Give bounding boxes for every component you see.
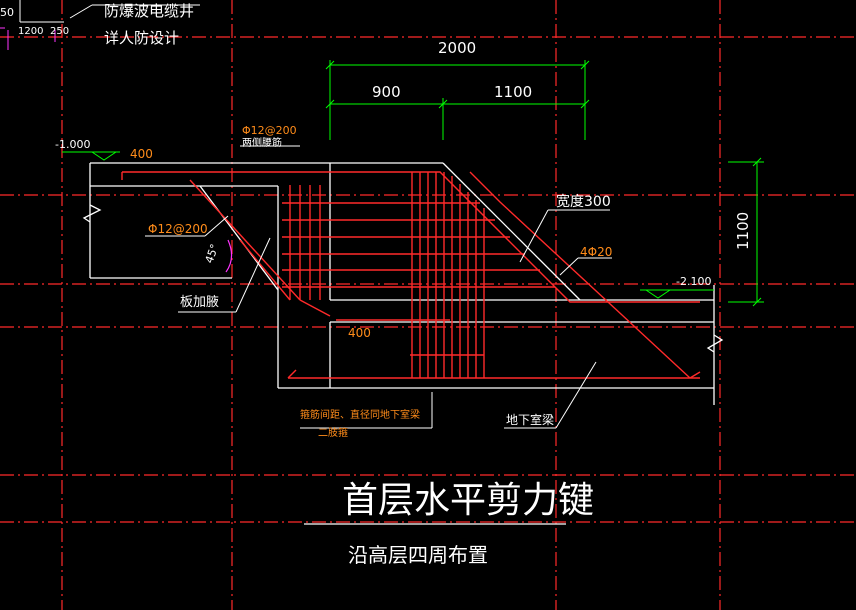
- stirrup-note-2: 二肢箍: [318, 426, 348, 439]
- drawing-title: 首层水平剪力键: [342, 480, 594, 521]
- rebar-lines: [121, 171, 701, 379]
- dimension-lines: [325, 60, 764, 307]
- waist-rebar-note: 两侧腰筋: [242, 136, 282, 149]
- angle-label: 45°: [203, 242, 222, 265]
- width-note: 宽度300: [556, 193, 611, 210]
- dim-height: 1100: [734, 212, 752, 250]
- level-upper: -1.000: [55, 138, 90, 151]
- leader-lines: [145, 145, 612, 429]
- dim-total-width: 2000: [438, 39, 476, 57]
- slab-haunch-label: 板加腋: [180, 295, 219, 310]
- level-marker-lower: [640, 289, 714, 299]
- header-note-1: 防爆波电缆井: [104, 2, 194, 20]
- dim-left-part: 900: [372, 83, 401, 101]
- main-rebar-spec: 4Φ20: [580, 245, 612, 259]
- waist-rebar-spec: Φ12@200: [242, 124, 297, 137]
- stirrup-note-1: 箍筋间距、直径同地下室梁: [300, 408, 420, 421]
- drawing-subtitle: 沿高层四周布置: [348, 543, 488, 567]
- basement-beam-label: 地下室梁: [506, 412, 554, 427]
- header-note-2: 详人防设计: [104, 29, 179, 47]
- angle-arc: [225, 239, 233, 273]
- corner-dim-1: 50: [0, 6, 14, 19]
- corner-fragment: 50 1200 250 防爆波电缆井 详人防设计: [0, 0, 200, 50]
- corner-dim-2: 1200: [18, 26, 43, 37]
- bottom-bar-length: 400: [348, 326, 371, 340]
- level-lower: -2.100: [676, 275, 711, 288]
- top-bar-length: 400: [130, 147, 153, 161]
- dim-right-part: 1100: [494, 83, 532, 101]
- structure-outline: [82, 162, 724, 405]
- slab-rebar-spec: Φ12@200: [148, 222, 208, 236]
- level-marker-upper: [62, 151, 120, 161]
- corner-dim-3: 250: [50, 26, 69, 37]
